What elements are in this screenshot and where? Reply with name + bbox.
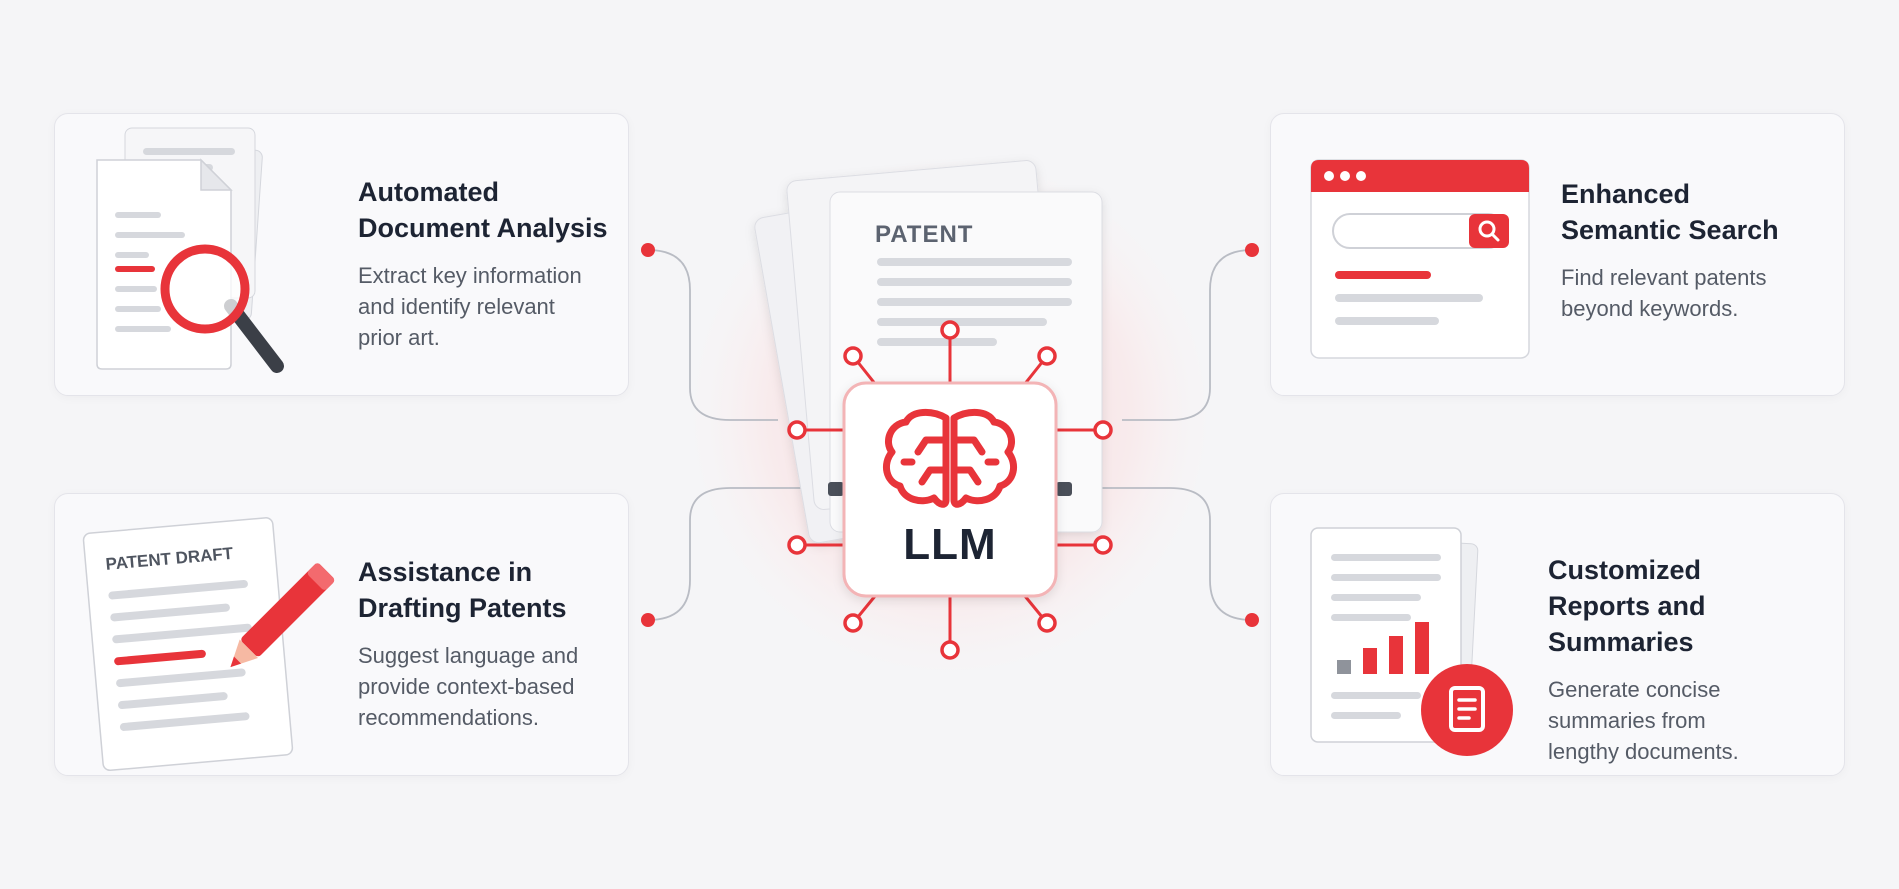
llm-chip: [842, 381, 1058, 598]
connector-lines: [647, 249, 1253, 621]
magnifier-document-icon: [96, 127, 284, 373]
card-title: Automated Document Analysis: [358, 177, 608, 243]
search-window-icon: [1310, 159, 1530, 359]
card-title: Assistance in Drafting Patents: [358, 557, 567, 623]
brain-icon: [882, 409, 1018, 508]
card-semantic-search: Enhanced Semantic Search Find relevant p…: [1270, 113, 1845, 396]
card-drafting-patents: PATENT DRAFT Assistance in Drafting Pate…: [54, 493, 629, 776]
card-title: Enhanced Semantic Search: [1561, 179, 1779, 245]
llm-label: LLM: [903, 520, 997, 569]
card-description: Find relevant patents beyond keywords.: [1561, 265, 1767, 321]
card-reports-summaries: Customized Reports and Summaries Generat…: [1270, 493, 1845, 776]
report-chart-icon: [1310, 527, 1513, 756]
card-description: Generate concise summaries from lengthy …: [1548, 677, 1739, 764]
connector-dots: [641, 243, 1259, 627]
chip-pins: [828, 482, 1072, 496]
circuit-nodes: [787, 320, 1113, 660]
card-title: Customized Reports and Summaries: [1548, 555, 1706, 657]
card-document-analysis: Automated Document Analysis Extract key …: [54, 113, 629, 396]
patent-document-label: PATENT: [875, 221, 974, 248]
patent-text-lines: [877, 258, 1072, 346]
pencil-draft-icon: PATENT DRAFT: [82, 517, 335, 772]
card-description: Suggest language and provide context-bas…: [358, 643, 579, 730]
card-description: Extract key information and identify rel…: [358, 263, 582, 350]
